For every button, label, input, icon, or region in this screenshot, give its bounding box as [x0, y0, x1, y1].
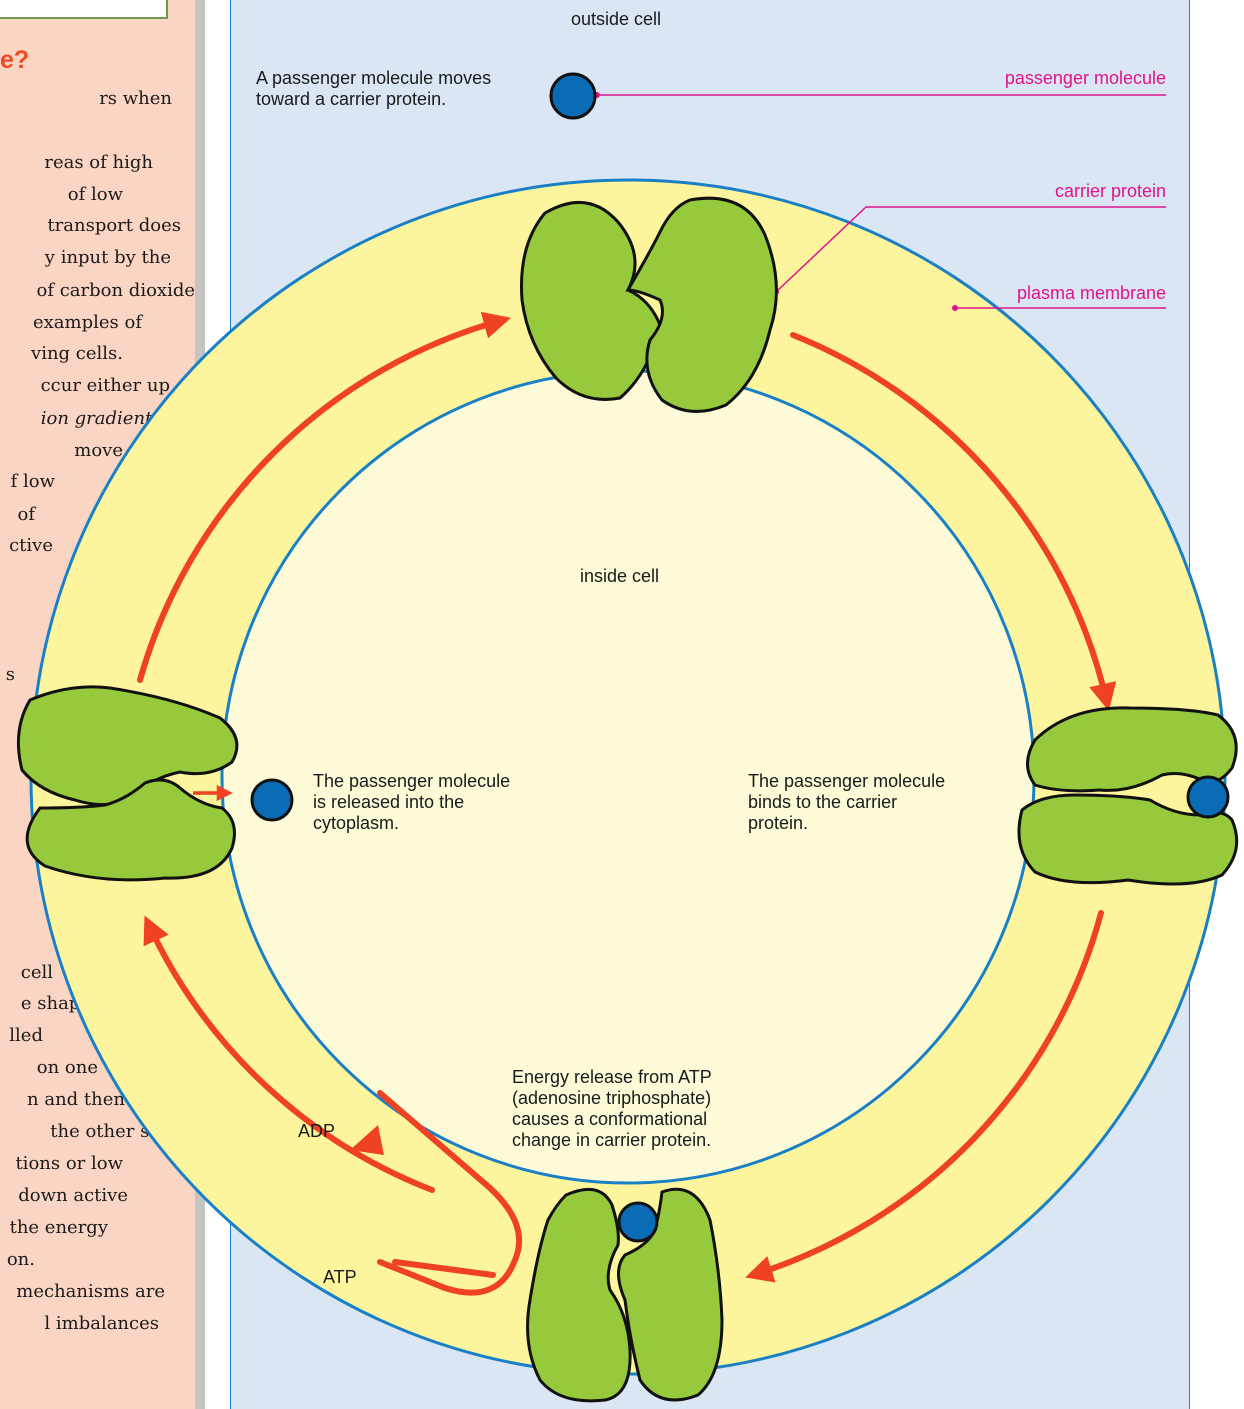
sidebar-line: move: [74, 440, 123, 461]
sidebar-line: cell: [20, 962, 53, 983]
sidebar-line: ion gradient,: [40, 408, 158, 429]
sidebar-line: lled: [9, 1025, 43, 1046]
sidebar-line: rs when: [99, 88, 172, 109]
sidebar-line: f low: [10, 471, 55, 492]
outside-cell-label: outside cell: [571, 9, 662, 29]
sidebar-line: of low: [67, 184, 123, 205]
step-moves-caption: A passenger molecule moves toward a carr…: [256, 68, 492, 109]
sidebar-line: the energy: [9, 1217, 108, 1238]
sidebar-heading: e?: [0, 46, 30, 74]
molecule-in-protein: [617, 1201, 659, 1243]
sidebar-top-box: [0, 0, 168, 19]
step-binds-caption: The passenger molecule binds to the carr…: [748, 771, 946, 833]
plasma-membrane-callout: plasma membrane: [1016, 283, 1166, 303]
cycle-arrow-top-left: [137, 311, 511, 683]
sidebar-line: ccur either up: [40, 375, 170, 396]
sidebar-line: on.: [6, 1249, 35, 1270]
sidebar-line: n and then: [27, 1089, 125, 1110]
released-molecule: [250, 778, 294, 822]
atp-stem: [392, 1259, 496, 1278]
sidebar-line: on one: [36, 1057, 98, 1078]
sidebar-line: l imbalances: [44, 1313, 159, 1334]
sidebar-line: tions or low: [15, 1153, 123, 1174]
carrier-protein-top: [520, 196, 778, 413]
carrier-protein-bottom: [526, 1187, 724, 1403]
atp-adp-hook-arrow: [377, 1090, 523, 1296]
sidebar-line: ctive: [9, 535, 53, 556]
passenger-molecule: [549, 72, 597, 120]
plasma-membrane-dot: [952, 305, 958, 311]
sidebar-line: of: [17, 504, 36, 525]
carrier-protein-leader: [775, 206, 1166, 293]
passenger-molecule-callout: passenger molecule: [1004, 68, 1166, 88]
bound-molecule: [1186, 775, 1230, 819]
carrier-protein-callout: carrier protein: [1054, 181, 1166, 201]
sidebar-line: ving cells.: [31, 343, 123, 364]
step-energy-caption: Energy release from ATP (adenosine triph…: [512, 1067, 712, 1150]
carrier-protein-left: [16, 685, 239, 882]
sidebar-line: of carbon dioxide: [36, 280, 195, 301]
sidebar-line: examples of: [33, 312, 142, 333]
sidebar-line: mechanisms are: [16, 1281, 165, 1302]
sidebar-line: reas of high: [44, 152, 153, 173]
adp-label: ADP: [298, 1121, 336, 1141]
sidebar-line: y input by the: [44, 247, 171, 268]
adp-arrowhead: [350, 1125, 384, 1155]
sidebar-line: transport does: [47, 215, 181, 236]
inside-cell-label: inside cell: [580, 566, 660, 586]
cycle-arrow-top-right: [790, 332, 1117, 712]
cycle-arrow-bottom-right: [745, 910, 1104, 1283]
sidebar-line: s: [5, 664, 15, 685]
cycle-arrow-bottom-left: [143, 915, 435, 1193]
sidebar-line: down active: [18, 1185, 128, 1206]
atp-label: ATP: [323, 1267, 357, 1287]
step-released-caption: The passenger molecule is released into …: [313, 771, 511, 833]
